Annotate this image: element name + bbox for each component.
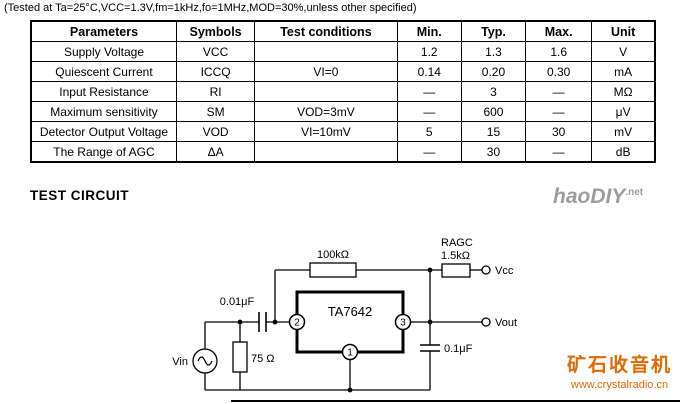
resistor-ragc-name-label: RAGC (441, 237, 473, 249)
col-header-unit: Unit (591, 20, 656, 42)
table-header-row: Parameters Symbols Test conditions Min. … (30, 20, 656, 42)
cell-parameter: Maximum sensitivity (30, 101, 177, 122)
cell-condition (254, 141, 398, 163)
table-row: Quiescent Current ICCQ VI=0 0.14 0.20 0.… (30, 61, 656, 82)
cell-parameter: Quiescent Current (30, 61, 177, 82)
sine-wave-icon (197, 356, 213, 366)
cell-symbol: ΔA (175, 141, 256, 163)
pin-3-terminal (394, 313, 412, 331)
cell-unit: mA (591, 61, 656, 82)
cell-condition: VOD=3mV (254, 101, 398, 122)
cell-symbol: RI (175, 81, 256, 102)
col-header-max: Max. (525, 20, 593, 42)
section-title-test-circuit: TEST CIRCUIT (30, 188, 129, 203)
capacitor-input-label: 0.01μF (220, 296, 255, 308)
cell-max: 1.6 (525, 41, 593, 62)
table-row: Supply Voltage VCC 1.2 1.3 1.6 V (30, 41, 656, 62)
cell-max: — (525, 141, 593, 163)
test-circuit-diagram: 100kΩ RAGC 1.5kΩ Vcc Vout TA7642 2 3 1 0… (172, 237, 517, 393)
cell-condition: VI=0 (254, 61, 398, 82)
cell-unit: μV (591, 101, 656, 122)
cell-typ: 3 (460, 81, 527, 102)
circuit-wires (204, 269, 482, 391)
watermark-crystalradio: 矿石收音机 www.crystalradio.cn (567, 350, 672, 391)
col-header-typ: Typ. (460, 20, 527, 42)
cell-typ: 600 (460, 101, 527, 122)
cell-max: — (525, 101, 593, 122)
col-header-parameters: Parameters (30, 20, 177, 42)
resistor-100k-label: 100kΩ (317, 249, 349, 261)
vout-label: Vout (495, 317, 517, 329)
cell-condition (254, 81, 398, 102)
watermark-haodiy-name: haoDIY (553, 185, 626, 208)
cell-max: — (525, 81, 593, 102)
pin-3-label: 3 (400, 318, 406, 329)
cell-min: 1.2 (396, 41, 462, 62)
cell-condition (254, 41, 398, 62)
capacitor-output-label: 0.1μF (444, 343, 473, 355)
resistor-ragc-value-label: 1.5kΩ (441, 250, 470, 262)
resistor-100k (309, 262, 357, 278)
pin-1-label: 1 (347, 348, 353, 359)
watermark-haodiy: haoDIY.net (553, 185, 643, 209)
pin-1-terminal (341, 343, 359, 361)
resistor-75ohm (232, 341, 248, 373)
cell-typ: 30 (460, 141, 527, 163)
cell-parameter: Supply Voltage (30, 41, 177, 62)
cell-unit: dB (591, 141, 656, 163)
cell-min: 0.14 (396, 61, 462, 82)
resistor-75ohm-label: 75 Ω (251, 353, 275, 365)
capacitor-input (258, 312, 267, 332)
table-row: Detector Output Voltage VOD VI=10mV 5 15… (30, 121, 656, 142)
cell-symbol: VCC (175, 41, 256, 62)
cell-min: — (396, 101, 462, 122)
cell-typ: 15 (460, 121, 527, 142)
ic-ta7642 (295, 290, 405, 354)
table-row: The Range of AGC ΔA — 30 — dB (30, 141, 656, 163)
cell-parameter: The Range of AGC (30, 141, 177, 163)
ic-ta7642-label: TA7642 (328, 304, 373, 319)
cell-min: — (396, 81, 462, 102)
resistor-ragc (441, 263, 471, 278)
cell-condition: VI=10mV (254, 121, 398, 142)
pin-2-terminal (288, 313, 306, 331)
cell-unit: mV (591, 121, 656, 142)
watermark-haodiy-suffix: .net (625, 187, 644, 198)
capacitor-output (420, 344, 440, 352)
cell-max: 30 (525, 121, 593, 142)
cell-symbol: ICCQ (175, 61, 256, 82)
test-conditions-note: (Tested at Ta=25°C,VCC=1.3V,fm=1kHz,fo=1… (4, 2, 417, 14)
cell-parameter: Input Resistance (30, 81, 177, 102)
vcc-terminal (481, 265, 491, 275)
col-header-test-conditions: Test conditions (254, 20, 398, 42)
junction-dots (237, 267, 433, 393)
cell-symbol: SM (175, 101, 256, 122)
next-table-top-border (231, 400, 680, 402)
vcc-label: Vcc (495, 265, 514, 277)
cell-symbol: VOD (175, 121, 256, 142)
table-row: Maximum sensitivity SM VOD=3mV — 600 — μ… (30, 101, 656, 122)
cell-typ: 1.3 (460, 41, 527, 62)
vout-terminal (481, 317, 491, 327)
cell-unit: MΩ (591, 81, 656, 102)
col-header-symbols: Symbols (175, 20, 256, 42)
cell-parameter: Detector Output Voltage (30, 121, 177, 142)
pin-2-label: 2 (294, 318, 300, 329)
col-header-min: Min. (396, 20, 462, 42)
cell-unit: V (591, 41, 656, 62)
electrical-characteristics-table: Parameters Symbols Test conditions Min. … (30, 20, 656, 163)
vin-label: Vin (172, 356, 188, 368)
table-row: Input Resistance RI — 3 — MΩ (30, 81, 656, 102)
cell-max: 0.30 (525, 61, 593, 82)
cell-typ: 0.20 (460, 61, 527, 82)
cell-min: 5 (396, 121, 462, 142)
watermark-crystalradio-title: 矿石收音机 (566, 355, 672, 376)
cell-min: — (396, 141, 462, 163)
watermark-crystalradio-url: www.crystalradio.cn (570, 379, 669, 391)
